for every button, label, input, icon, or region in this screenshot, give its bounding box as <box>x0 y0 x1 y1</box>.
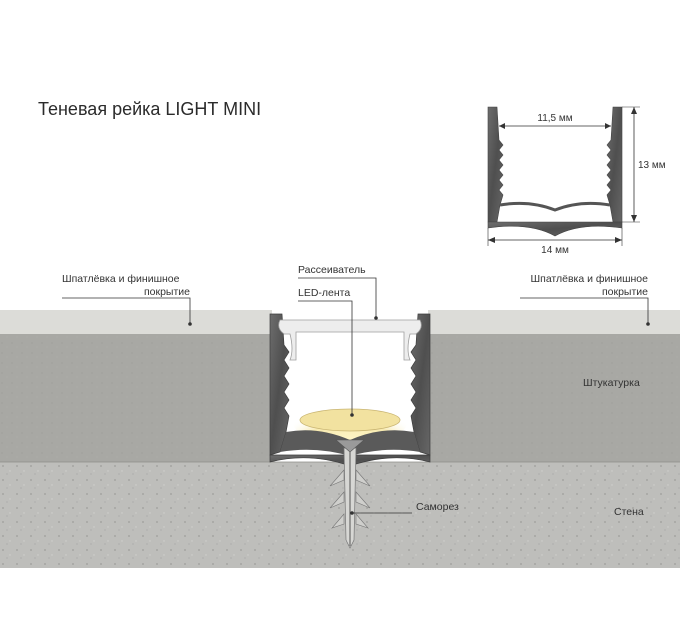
label-led-strip: LED-лента <box>298 287 350 299</box>
profile-section-small: 11,5 мм 13 мм 14 мм <box>487 106 666 256</box>
label-plaster: Штукатурка <box>583 377 640 389</box>
screw <box>329 439 371 549</box>
diffuser <box>278 319 422 361</box>
label-screw: Саморез <box>416 501 459 513</box>
dim-height: 13 мм <box>638 160 666 171</box>
finish-layer-right <box>428 310 680 334</box>
label-finish-left-2: покрытие <box>144 286 190 298</box>
diagram-title: Теневая рейка LIGHT MINI <box>38 99 261 119</box>
label-finish-right-2: покрытие <box>602 286 648 298</box>
profile-bottom <box>487 221 623 237</box>
dim-outer-width: 14 мм <box>541 245 569 256</box>
label-wall: Стена <box>614 506 644 518</box>
finish-layer-left <box>0 310 272 334</box>
led-strip <box>299 408 401 432</box>
profile-left-wall <box>487 106 504 223</box>
label-finish-left-1: Шпатлёвка и финишное <box>62 273 180 285</box>
label-diffuser: Рассеиватель <box>298 264 366 276</box>
plaster-layer-left <box>0 334 272 462</box>
profile-right-wall <box>606 106 623 223</box>
label-finish-right-1: Шпатлёвка и финишное <box>531 273 649 285</box>
plaster-layer-right <box>428 334 680 462</box>
dim-inner-width: 11,5 мм <box>537 113 572 124</box>
leaders <box>62 277 649 514</box>
